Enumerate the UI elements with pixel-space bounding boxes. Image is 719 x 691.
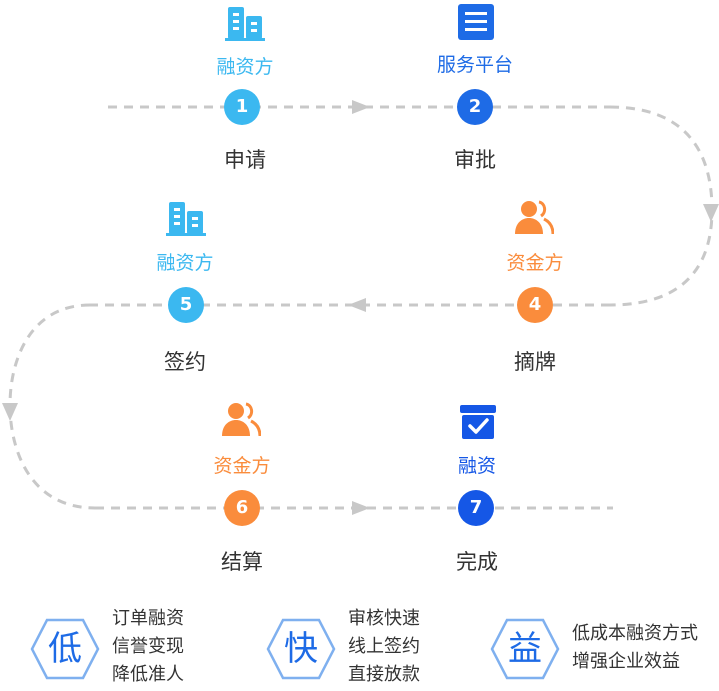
feature-char-benefit: 益 xyxy=(508,629,542,669)
step-6-role: 资金方 xyxy=(213,455,271,477)
step-1-action: 申请 xyxy=(224,148,266,172)
arrow-row1 xyxy=(352,100,370,114)
people-icon xyxy=(222,402,261,437)
step-2-number: 2 xyxy=(457,89,493,125)
hexagon-badge xyxy=(30,618,100,680)
step-2-role: 服务平台 xyxy=(436,54,513,76)
feature-char-low: 低 xyxy=(48,629,82,669)
feature-text-low: 订单融资 信誉变现 降低准人 xyxy=(112,605,184,689)
building-icon xyxy=(166,202,206,236)
step-7-action: 完成 xyxy=(456,550,498,574)
arrow-right-curve xyxy=(703,204,719,222)
step-7-role: 融资 xyxy=(457,455,496,477)
feature-line: 订单融资 xyxy=(112,608,184,629)
step-5-action: 签约 xyxy=(164,350,206,374)
step-4-number: 4 xyxy=(517,287,553,323)
step-4-action: 摘牌 xyxy=(514,350,556,374)
step-5-role: 融资方 xyxy=(156,252,214,274)
arrow-row3 xyxy=(352,501,370,515)
hexagon-badge xyxy=(266,618,336,680)
arrow-row2 xyxy=(348,298,366,312)
feature-line: 直接放款 xyxy=(348,664,420,685)
feature-text-fast: 审核快速 线上签约 直接放款 xyxy=(348,605,420,689)
connector-left-curve xyxy=(8,303,96,510)
step-7-number: 7 xyxy=(458,490,494,526)
step-1-role: 融资方 xyxy=(216,56,274,78)
feature-line: 信誉变现 xyxy=(112,636,184,657)
step-4-role: 资金方 xyxy=(506,252,564,274)
step-2-action: 审批 xyxy=(454,148,496,172)
check-box-icon xyxy=(460,405,496,439)
feature-line: 低成本融资方式 xyxy=(572,623,698,644)
list-doc-icon xyxy=(458,4,494,40)
step-1-number: 1 xyxy=(224,89,260,125)
feature-line: 线上签约 xyxy=(348,636,420,657)
feature-line: 增强企业效益 xyxy=(572,651,680,672)
feature-line: 审核快速 xyxy=(348,608,420,629)
step-6-action: 结算 xyxy=(221,550,263,574)
connector-right-curve xyxy=(609,105,714,307)
feature-text-benefit: 低成本融资方式 增强企业效益 xyxy=(572,620,698,676)
arrow-left-curve xyxy=(2,403,18,421)
people-icon xyxy=(515,200,554,235)
step-6-number: 6 xyxy=(224,490,260,526)
building-icon xyxy=(225,7,265,41)
hexagon-badge xyxy=(490,618,560,680)
step-5-number: 5 xyxy=(168,287,204,323)
feature-line: 降低准人 xyxy=(112,664,184,685)
feature-char-fast: 快 xyxy=(284,629,318,669)
